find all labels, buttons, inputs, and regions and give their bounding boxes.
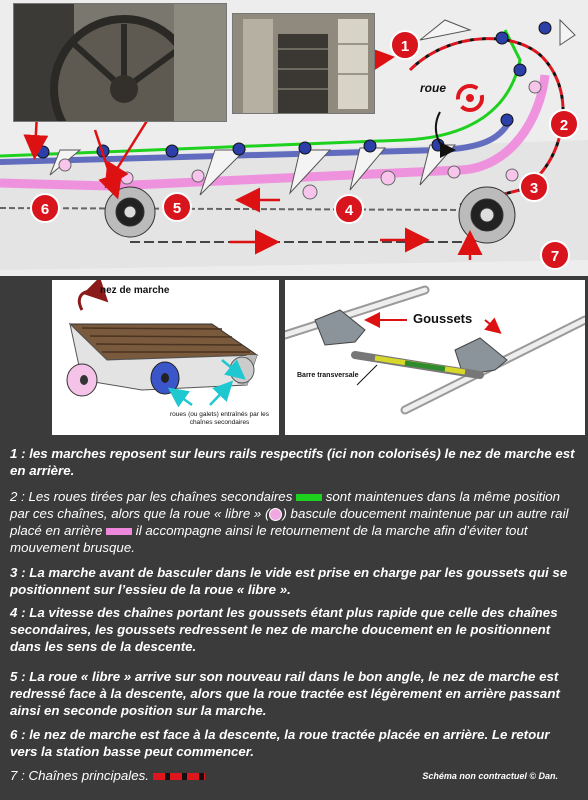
badge-6: 6	[30, 193, 60, 223]
note-5: 5 : La roue « libre » arrive sur son nou…	[10, 669, 560, 718]
pink-rail-swatch	[106, 527, 133, 535]
svg-text:1: 1	[401, 38, 409, 55]
note-4: 4 : La vitesse des chaînes portant les g…	[10, 605, 558, 654]
main-chain-red	[408, 37, 565, 207]
wheel-left	[104, 186, 156, 238]
badge-2: 2	[549, 109, 579, 139]
svg-text:4: 4	[345, 202, 354, 219]
main-chain-swatch	[152, 772, 205, 780]
rotation-icon	[456, 84, 484, 112]
photo-gearwheel	[13, 3, 227, 122]
svg-text:7: 7	[551, 248, 559, 265]
note-2-d: il accompagne ainsi le retournement de l…	[10, 523, 528, 555]
svg-text:2: 2	[560, 117, 568, 134]
note-6: 6 : le nez de marche est face à la desce…	[10, 727, 550, 759]
rollers-caption-line2: chaînes secondaires	[189, 419, 250, 426]
badge-3: 3	[519, 172, 549, 202]
credit: Schéma non contractuel © Dan.	[422, 771, 558, 781]
note-1: 1 : les marches reposent sur leurs rails…	[10, 446, 575, 478]
badge-1: 1	[390, 30, 420, 60]
note-2: 2 : Les roues tirées par les chaînes sec…	[10, 488, 580, 556]
free-wheel-icon	[269, 507, 283, 521]
gusset-illustration-panel: Goussets Barre transversale	[280, 280, 588, 435]
note-3: 3 : La marche avant de basculer dans le …	[10, 565, 568, 597]
svg-text:6: 6	[41, 201, 49, 218]
step-illustration-panel: nez de marche roues (ou galets) entraîné…	[52, 276, 279, 435]
rollers-caption: roues (ou galets) entraînés par les chaî…	[162, 411, 277, 427]
badge-7: 7	[540, 240, 570, 270]
note-2-a: 2 : Les roues tirées par les chaînes sec…	[10, 489, 293, 504]
note-2-b: sont maintenues dans la même position pa…	[10, 489, 561, 521]
note-2-c: ) bascule doucement maintenue par un aut…	[10, 506, 569, 538]
roue-label: roue	[420, 81, 446, 95]
goussets-label: Goussets	[413, 311, 473, 326]
green-chain-swatch	[296, 493, 323, 501]
note-7: 7 : Chaînes principales.	[10, 767, 270, 784]
barre-label: Barre transversale	[297, 372, 359, 379]
nez-de-marche-label: nez de marche	[100, 285, 170, 296]
badge-4: 4	[334, 194, 364, 224]
pink-rail	[0, 74, 550, 191]
rollers-caption-line1: roues (ou galets) entraînés par les	[170, 411, 269, 418]
badge-5: 5	[162, 192, 192, 222]
wheel-right	[458, 186, 516, 244]
note-7-text: 7 : Chaînes principales.	[10, 768, 149, 783]
svg-text:3: 3	[530, 180, 538, 197]
photo-stairwell	[232, 13, 375, 114]
svg-text:5: 5	[173, 200, 181, 217]
